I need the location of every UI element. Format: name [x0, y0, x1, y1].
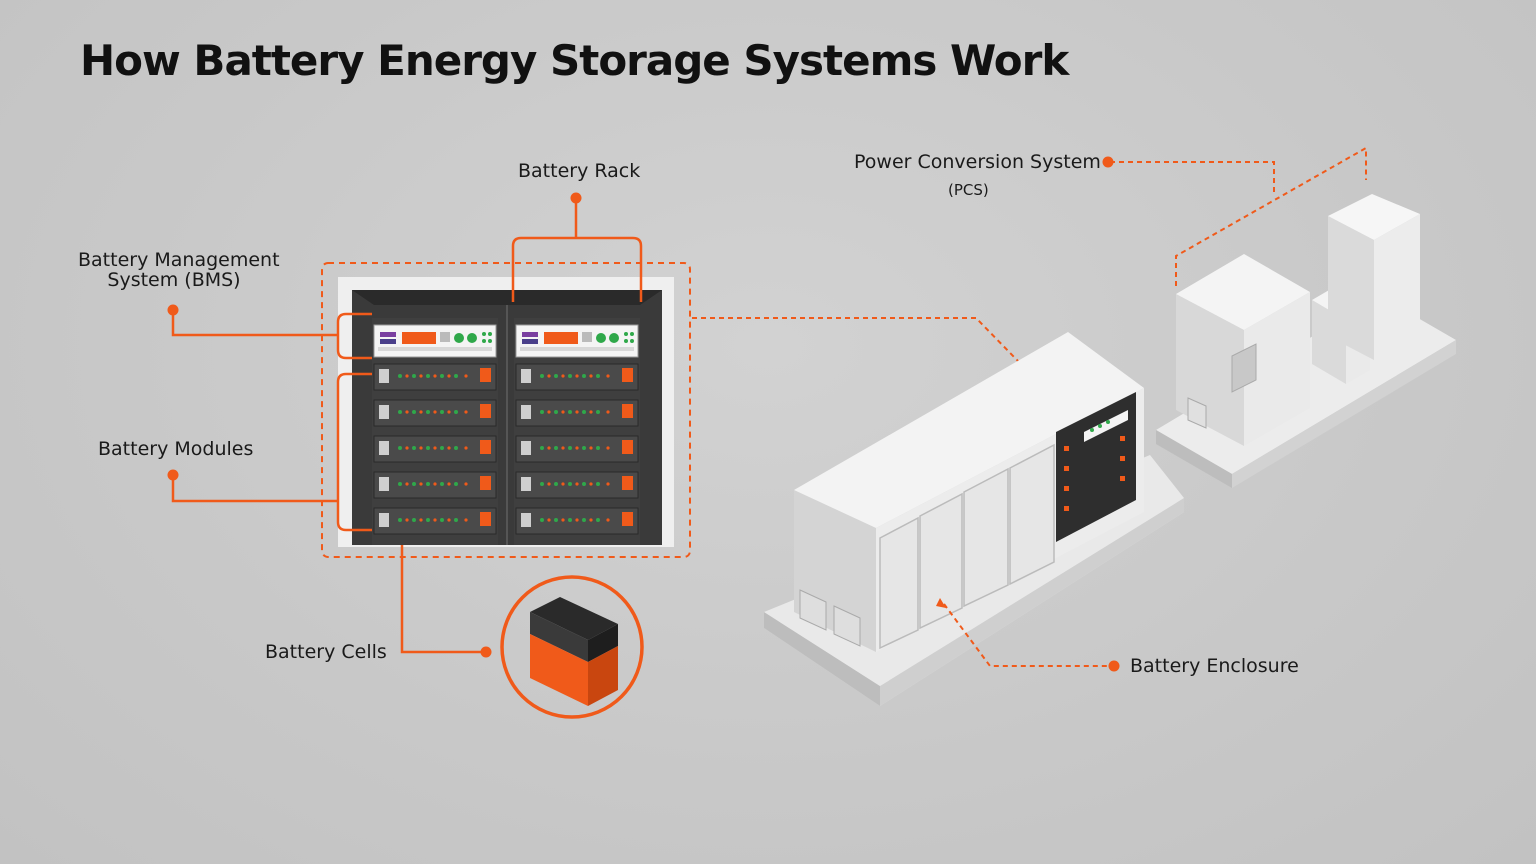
bms-dot — [167, 304, 179, 316]
battery-modules-dot — [167, 469, 179, 481]
battery-modules-callout — [171, 372, 372, 532]
bms-label-line1: Battery Management — [78, 249, 280, 271]
battery-cell-icon — [500, 575, 644, 719]
battery-module — [373, 435, 497, 463]
battery-enclosure-dot — [1108, 660, 1120, 672]
rack-dashed-outline — [321, 262, 691, 558]
battery-rack-callout — [511, 198, 643, 302]
battery-modules-right — [515, 363, 639, 535]
pcs-dot — [1102, 156, 1114, 168]
battery-module — [373, 507, 497, 535]
battery-module — [373, 363, 497, 391]
battery-module — [515, 399, 639, 427]
battery-module — [515, 471, 639, 499]
battery-cells-dot — [480, 646, 492, 658]
bms-label: Battery Management System (BMS) — [78, 249, 280, 291]
battery-module — [515, 363, 639, 391]
battery-module — [373, 471, 497, 499]
battery-cells-label: Battery Cells — [265, 641, 387, 663]
bms-unit-right — [515, 324, 639, 358]
battery-module — [515, 507, 639, 535]
bms-callout — [171, 310, 372, 360]
pcs-label-line1: Power Conversion System — [854, 151, 1101, 173]
pcs-unit — [1156, 194, 1456, 488]
battery-enclosure — [764, 332, 1184, 706]
battery-modules-left — [373, 363, 497, 535]
battery-module — [373, 399, 497, 427]
pcs-callout — [1110, 146, 1367, 286]
battery-module — [515, 435, 639, 463]
battery-rack-dot — [570, 192, 582, 204]
page-title: How Battery Energy Storage Systems Work — [80, 36, 1069, 85]
bms-unit-left — [373, 324, 497, 358]
pcs-label-line2: (PCS) — [948, 181, 989, 199]
bms-label-line2: System (BMS) — [107, 269, 241, 291]
battery-cells-callout — [400, 545, 486, 654]
enclosure-callout-arrow — [936, 598, 946, 608]
battery-rack-label: Battery Rack — [518, 160, 641, 182]
battery-enclosure-label: Battery Enclosure — [1130, 655, 1299, 677]
battery-modules-label: Battery Modules — [98, 438, 254, 460]
